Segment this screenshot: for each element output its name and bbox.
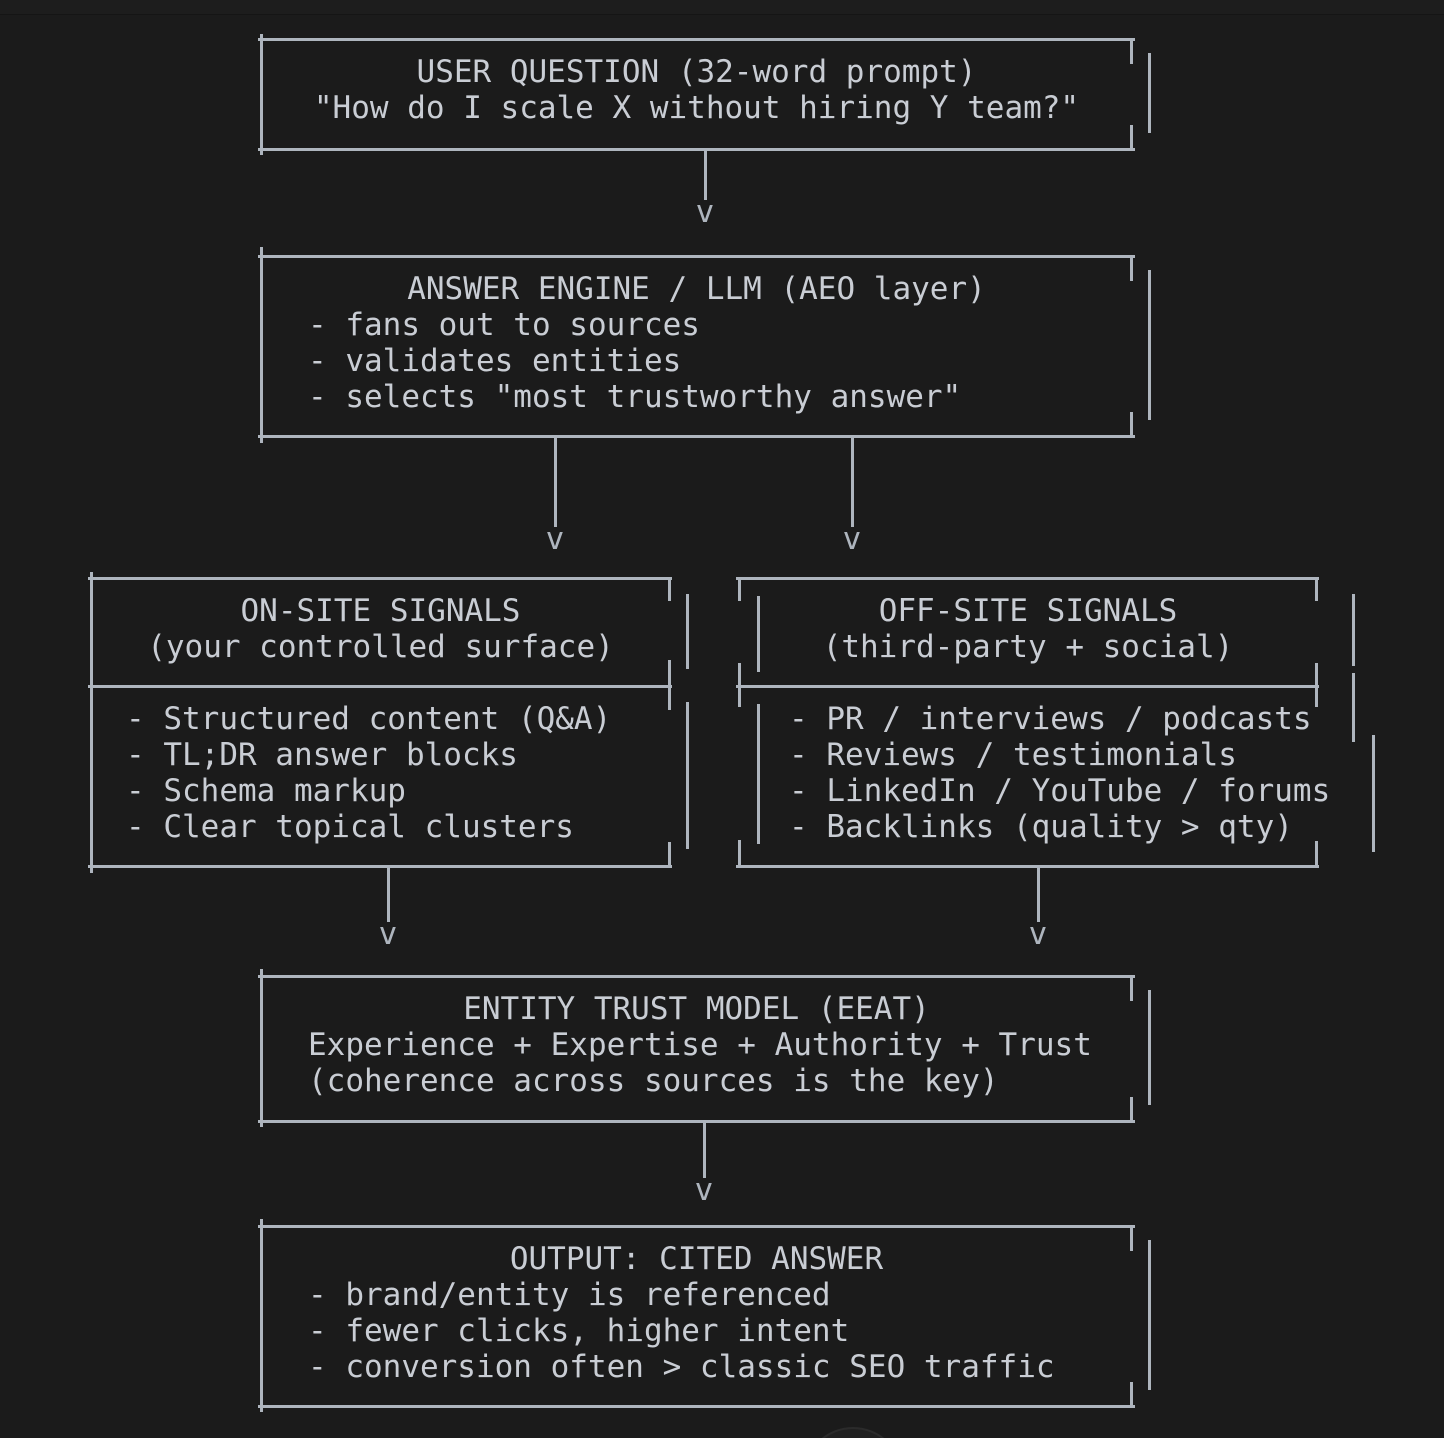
border-stub <box>1130 412 1133 438</box>
shadow-line <box>1352 673 1355 742</box>
arrow-head: v <box>842 521 862 557</box>
arrow-head: v <box>1028 916 1048 952</box>
node-user-question: USER QUESTION (32-word prompt) "How do I… <box>263 54 1130 126</box>
node-offsite-header: OFF-SITE SIGNALS (third-party + social) <box>741 593 1315 665</box>
border-stub <box>1315 841 1318 868</box>
node-bullet: - brand/entity is referenced <box>308 1277 831 1313</box>
border-line <box>258 255 1135 258</box>
node-bullet: - Reviews / testimonials <box>789 737 1237 773</box>
shadow-line <box>1148 990 1151 1105</box>
shadow-line <box>686 702 689 849</box>
node-bullet: - fewer clicks, higher intent <box>308 1313 850 1349</box>
arrow-line <box>1037 868 1040 922</box>
border-line <box>260 969 263 1127</box>
border-stub <box>1130 38 1133 64</box>
node-answer-engine: ANSWER ENGINE / LLM (AEO layer) - fans o… <box>263 271 1130 415</box>
node-bullet: - LinkedIn / YouTube / forums <box>789 773 1331 809</box>
arrow-line <box>851 438 854 527</box>
node-title: USER QUESTION (32-word prompt) <box>416 54 977 90</box>
arrow-head: v <box>378 916 398 952</box>
divider-line <box>88 685 672 688</box>
node-bullet: - Clear topical clusters <box>126 809 574 845</box>
shadow-line <box>1148 270 1151 420</box>
node-bullet: - Schema markup <box>126 773 406 809</box>
shadow-line <box>686 594 689 669</box>
node-entity-trust: ENTITY TRUST MODEL (EEAT) Experience + E… <box>263 991 1130 1099</box>
top-band <box>0 0 1444 15</box>
node-title: ENTITY TRUST MODEL (EEAT) <box>463 991 930 1027</box>
node-line: Experience + Expertise + Authority + Tru… <box>308 1027 1092 1063</box>
border-line <box>260 34 263 155</box>
arrow-line <box>704 151 707 200</box>
border-stub <box>1130 975 1133 1001</box>
node-output: OUTPUT: CITED ANSWER - brand/entity is r… <box>263 1241 1130 1385</box>
shadow-line <box>1148 1240 1151 1390</box>
inner-bar <box>757 704 760 844</box>
node-title: ON-SITE SIGNALS <box>240 593 521 629</box>
shadow-line <box>1148 53 1151 133</box>
border-stub <box>738 840 741 868</box>
node-subtitle: (third-party + social) <box>822 629 1234 665</box>
border-stub <box>668 660 671 710</box>
node-bullet: - selects "most trustworthy answer" <box>308 379 962 415</box>
node-bullet: - Structured content (Q&A) <box>126 701 612 737</box>
border-stub <box>1130 125 1133 151</box>
border-stub <box>1315 577 1318 601</box>
node-onsite-body: - Structured content (Q&A) - TL;DR answe… <box>93 701 668 845</box>
node-onsite-header: ON-SITE SIGNALS (your controlled surface… <box>93 593 668 665</box>
border-line <box>258 38 1135 41</box>
border-stub <box>668 842 671 868</box>
arrow-line <box>703 1123 706 1178</box>
border-line <box>260 247 263 443</box>
border-stub <box>1130 1382 1133 1408</box>
arrow-head: v <box>545 521 565 557</box>
node-bullet: - validates entities <box>308 343 682 379</box>
node-offsite-body: - PR / interviews / podcasts - Reviews /… <box>741 701 1341 845</box>
border-line <box>258 975 1135 978</box>
border-stub <box>668 577 671 601</box>
node-subtitle: (your controlled surface) <box>147 629 614 665</box>
shadow-line <box>1372 735 1375 852</box>
arrow-head: v <box>694 1172 714 1208</box>
node-bullet: - PR / interviews / podcasts <box>789 701 1312 737</box>
border-line <box>258 148 1135 151</box>
node-title: OUTPUT: CITED ANSWER <box>509 1241 884 1277</box>
node-title: OFF-SITE SIGNALS <box>878 593 1178 629</box>
border-stub <box>1130 1097 1133 1123</box>
border-line <box>88 865 672 868</box>
arrow-line <box>554 438 557 527</box>
border-line <box>260 1219 263 1412</box>
border-stub <box>1130 1225 1133 1251</box>
node-bullet: - TL;DR answer blocks <box>126 737 518 773</box>
border-stub <box>738 663 741 707</box>
border-line <box>258 1120 1135 1123</box>
border-stub <box>1130 255 1133 281</box>
border-line <box>90 572 93 873</box>
inner-bar <box>757 596 760 672</box>
border-line <box>736 577 1319 580</box>
node-line: (coherence across sources is the key) <box>308 1063 999 1099</box>
divider-line <box>736 685 1319 688</box>
shadow-line <box>1352 594 1355 666</box>
border-line <box>258 435 1135 438</box>
node-bullet: - fans out to sources <box>308 307 700 343</box>
node-subtitle: "How do I scale X without hiring Y team?… <box>313 90 1080 126</box>
border-line <box>258 1225 1135 1228</box>
node-title: ANSWER ENGINE / LLM (AEO layer) <box>407 271 986 307</box>
border-line <box>736 865 1319 868</box>
border-stub <box>1315 663 1318 707</box>
node-bullet: - Backlinks (quality > qty) <box>789 809 1293 845</box>
arrow-head: v <box>695 194 715 230</box>
node-bullet: - conversion often > classic SEO traffic <box>308 1349 1055 1385</box>
border-line <box>88 577 672 580</box>
floating-button[interactable] <box>803 1427 903 1438</box>
border-stub <box>738 577 741 601</box>
arrow-line <box>387 868 390 922</box>
border-line <box>258 1405 1135 1408</box>
